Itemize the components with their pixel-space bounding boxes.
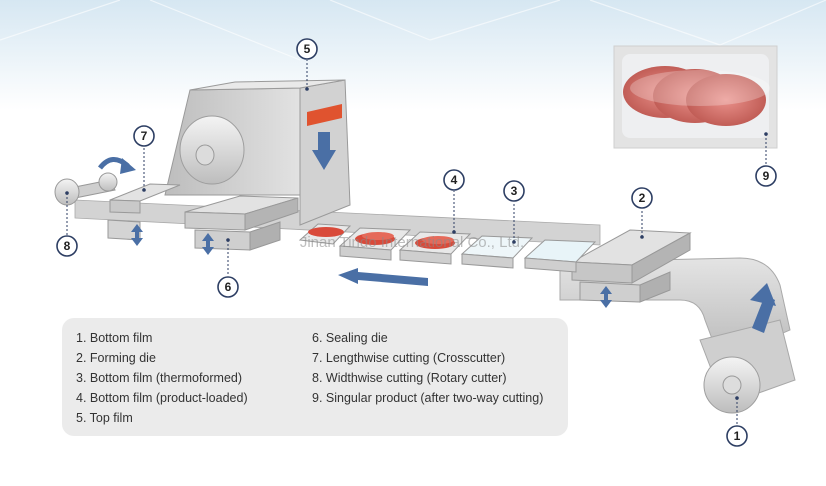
callout-8-label: 8 (64, 239, 71, 253)
bottom-film-roll (699, 319, 796, 414)
top-film-unit (164, 79, 351, 226)
callout-6: 6 (217, 276, 239, 298)
conveyor-direction-arrow (338, 268, 428, 286)
callout-8: 8 (56, 235, 78, 257)
legend-item-4: 4. Bottom film (product-loaded) (76, 391, 248, 405)
callout-5: 5 (296, 38, 318, 60)
watermark: Jinan Tindo International Co., Ltd. (300, 234, 524, 251)
legend-item-2: 2. Forming die (76, 351, 156, 365)
background-lines (0, 0, 826, 61)
product-photo (613, 45, 778, 149)
legend-item-9: 9. Singular product (after two-way cutti… (312, 391, 544, 405)
rotary-cutter (54, 172, 118, 206)
feed-arrow (752, 295, 775, 333)
legend-panel: 1. Bottom film 2. Forming die 3. Bottom … (62, 318, 568, 436)
lengthwise-cutter-arrow (131, 224, 143, 246)
callout-3: 3 (503, 180, 525, 202)
callout-2: 2 (631, 187, 653, 209)
callout-5-label: 5 (304, 42, 311, 56)
callout-7-label: 7 (141, 129, 148, 143)
callout-9-label: 9 (763, 169, 770, 183)
thermoformed-cavities (460, 235, 597, 273)
legend-column-right: 6. Sealing die 7. Lengthwise cutting (Cr… (312, 328, 543, 408)
callout-7: 7 (133, 125, 155, 147)
lengthwise-cutter (107, 183, 181, 241)
callout-4-label: 4 (451, 173, 458, 187)
rotation-arrow-head (120, 158, 136, 174)
product-loaded-cavities (298, 223, 472, 265)
callout-3-label: 3 (511, 184, 518, 198)
legend-item-5: 5. Top film (76, 411, 133, 425)
callout-1-label: 1 (734, 429, 741, 443)
leader-lines (66, 60, 767, 425)
legend-item-6: 6. Sealing die (312, 331, 388, 345)
callout-6-label: 6 (225, 280, 232, 294)
sealing-die-arrow (202, 233, 214, 255)
leader-dots (65, 87, 768, 400)
legend-item-1: 1. Bottom film (76, 331, 153, 345)
legend-column-left: 1. Bottom film 2. Forming die 3. Bottom … (76, 328, 248, 428)
legend-item-3: 3. Bottom film (thermoformed) (76, 371, 243, 385)
feed-arrow-head (750, 283, 776, 306)
callout-9: 9 (755, 165, 777, 187)
forming-die-arrow (600, 286, 612, 308)
legend-item-8: 8. Widthwise cutting (Rotary cutter) (312, 371, 507, 385)
callout-1: 1 (726, 425, 748, 447)
callout-2-label: 2 (639, 191, 646, 205)
top-film-arrow (312, 132, 336, 170)
legend-item-7: 7. Lengthwise cutting (Crosscutter) (312, 351, 506, 365)
callout-4: 4 (443, 169, 465, 191)
